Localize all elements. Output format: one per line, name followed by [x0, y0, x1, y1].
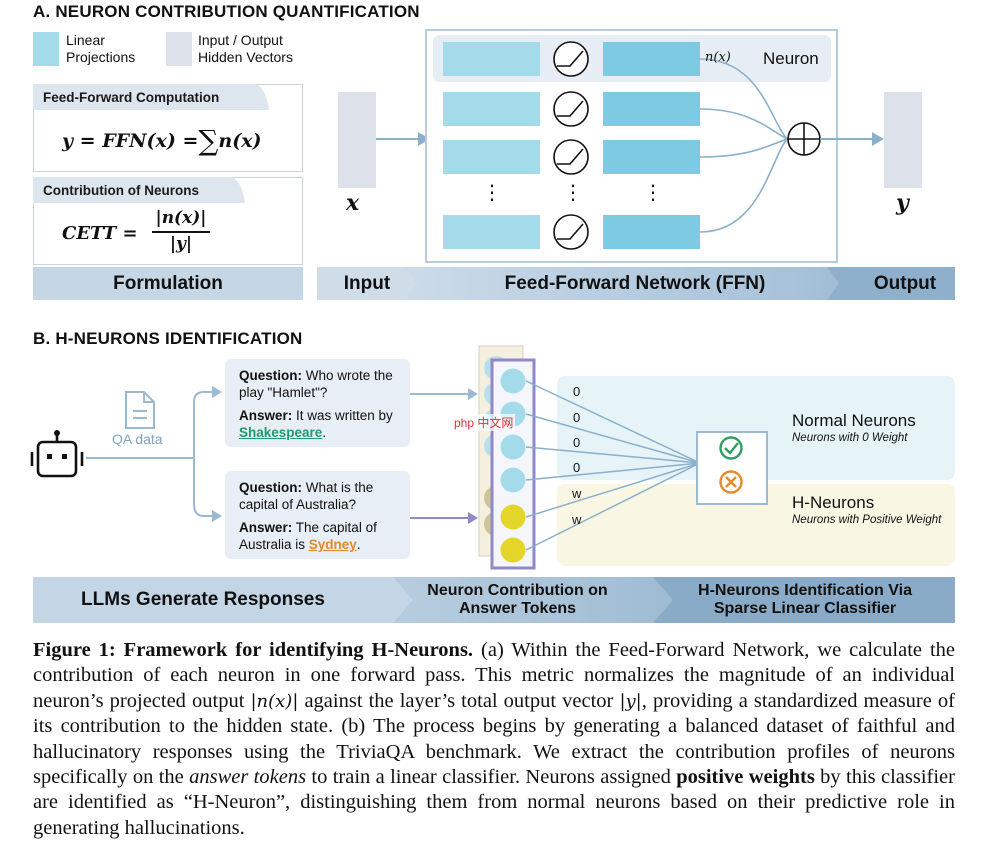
robot-icon: [30, 430, 84, 478]
answer-token-hallucinated: Sydney: [308, 537, 357, 552]
section-b-title: B. H-NEURONS IDENTIFICATION: [33, 329, 303, 348]
ffn-card-tab: Feed-Forward Computation: [43, 90, 220, 105]
weight-label: w: [572, 486, 582, 501]
ffn-rows: [443, 42, 700, 249]
cett-fraction-bar: [152, 231, 210, 233]
band-input-label: Input: [343, 273, 391, 294]
cett-lhs: CETT =: [62, 223, 138, 244]
section-a-title: A. NEURON CONTRIBUTION QUANTIFICATION: [33, 2, 420, 21]
ffn-diagram: [376, 29, 884, 263]
contribution-card-tab-shape: [33, 177, 245, 203]
document-icon: [125, 391, 155, 429]
figure-caption: Figure 1: Framework for identifying H-Ne…: [33, 639, 956, 839]
qa-card-faithful: Question: Who wrote the play "Hamlet"? A…: [225, 359, 410, 447]
band-ffn-gradient: [317, 267, 955, 300]
caption-label: Figure 1: Framework for identifying H-Ne…: [33, 639, 474, 661]
input-vector: [338, 92, 376, 188]
h-neurons-subtitle: Neurons with Positive Weight: [792, 514, 942, 526]
sum-symbol: ∑: [198, 124, 219, 157]
weight-label: 0: [573, 384, 581, 399]
output-vector: [884, 92, 922, 188]
legend-label-linear: Linear Projections: [66, 32, 136, 65]
section-b-diagram: [30, 345, 955, 570]
neuron-label: Neuron: [763, 49, 819, 68]
ellipsis-3: ⋮: [643, 180, 663, 204]
cett-numerator: |n(x)|: [155, 208, 207, 228]
ffn-formula-rhs: n(x): [218, 130, 262, 152]
weight-label: 0: [573, 460, 581, 475]
legend-swatch-linear: [33, 32, 59, 66]
ellipsis-2: ⋮: [563, 180, 583, 204]
output-var: y: [896, 190, 909, 216]
input-var: x: [346, 190, 360, 216]
band-formulation-label: Formulation: [113, 273, 223, 294]
weight-label: 0: [573, 435, 581, 450]
band-contrib-label: Neuron Contribution on Answer Tokens: [427, 582, 608, 617]
band-b-gradient: [33, 577, 955, 623]
band-output-label: Output: [873, 273, 937, 294]
qa-answer: Answer: It was written by Shakespeare.: [239, 408, 393, 440]
ellipsis-1: ⋮: [482, 180, 502, 204]
weight-label: w: [572, 512, 582, 527]
legend-label-hidden: Input / Output Hidden Vectors: [198, 32, 293, 65]
ffn-card-tab-shape: [33, 84, 269, 110]
qa-question: Question: What is the capital of Austral…: [239, 480, 374, 512]
band-formulation: [33, 267, 303, 300]
answer-token-faithful: Shakespeare: [239, 425, 323, 440]
legend-swatch-hidden: [166, 32, 192, 66]
cett-denominator: |y|: [169, 234, 193, 254]
watermark: php 中文网: [452, 414, 516, 431]
weight-label: 0: [573, 410, 581, 425]
neuron-var: n(x): [705, 50, 731, 65]
normal-neurons-title: Normal Neurons: [792, 411, 916, 430]
qa-card-hallucinated: Question: What is the capital of Austral…: [225, 471, 410, 559]
ffn-formula-lhs: y = FFN(x) =: [62, 130, 199, 152]
x-icon: [719, 470, 743, 494]
qa-answer: Answer: The capital of Australia is Sydn…: [239, 520, 377, 552]
check-icon: [719, 436, 743, 460]
qa-data-label: QA data: [112, 431, 163, 447]
contribution-card-tab: Contribution of Neurons: [43, 183, 199, 198]
h-neurons-title: H-Neurons: [792, 493, 875, 512]
ffn-formula: y = FFN(x) =∑n(x): [62, 124, 262, 157]
normal-neurons-subtitle: Neurons with 0 Weight: [792, 432, 908, 444]
band-llm-label: LLMs Generate Responses: [81, 589, 325, 610]
band-ident-label: H-Neurons Identification Via Sparse Line…: [698, 582, 912, 617]
qa-question: Question: Who wrote the play "Hamlet"?: [239, 368, 393, 400]
band-ffn-label: Feed-Forward Network (FFN): [504, 273, 766, 294]
